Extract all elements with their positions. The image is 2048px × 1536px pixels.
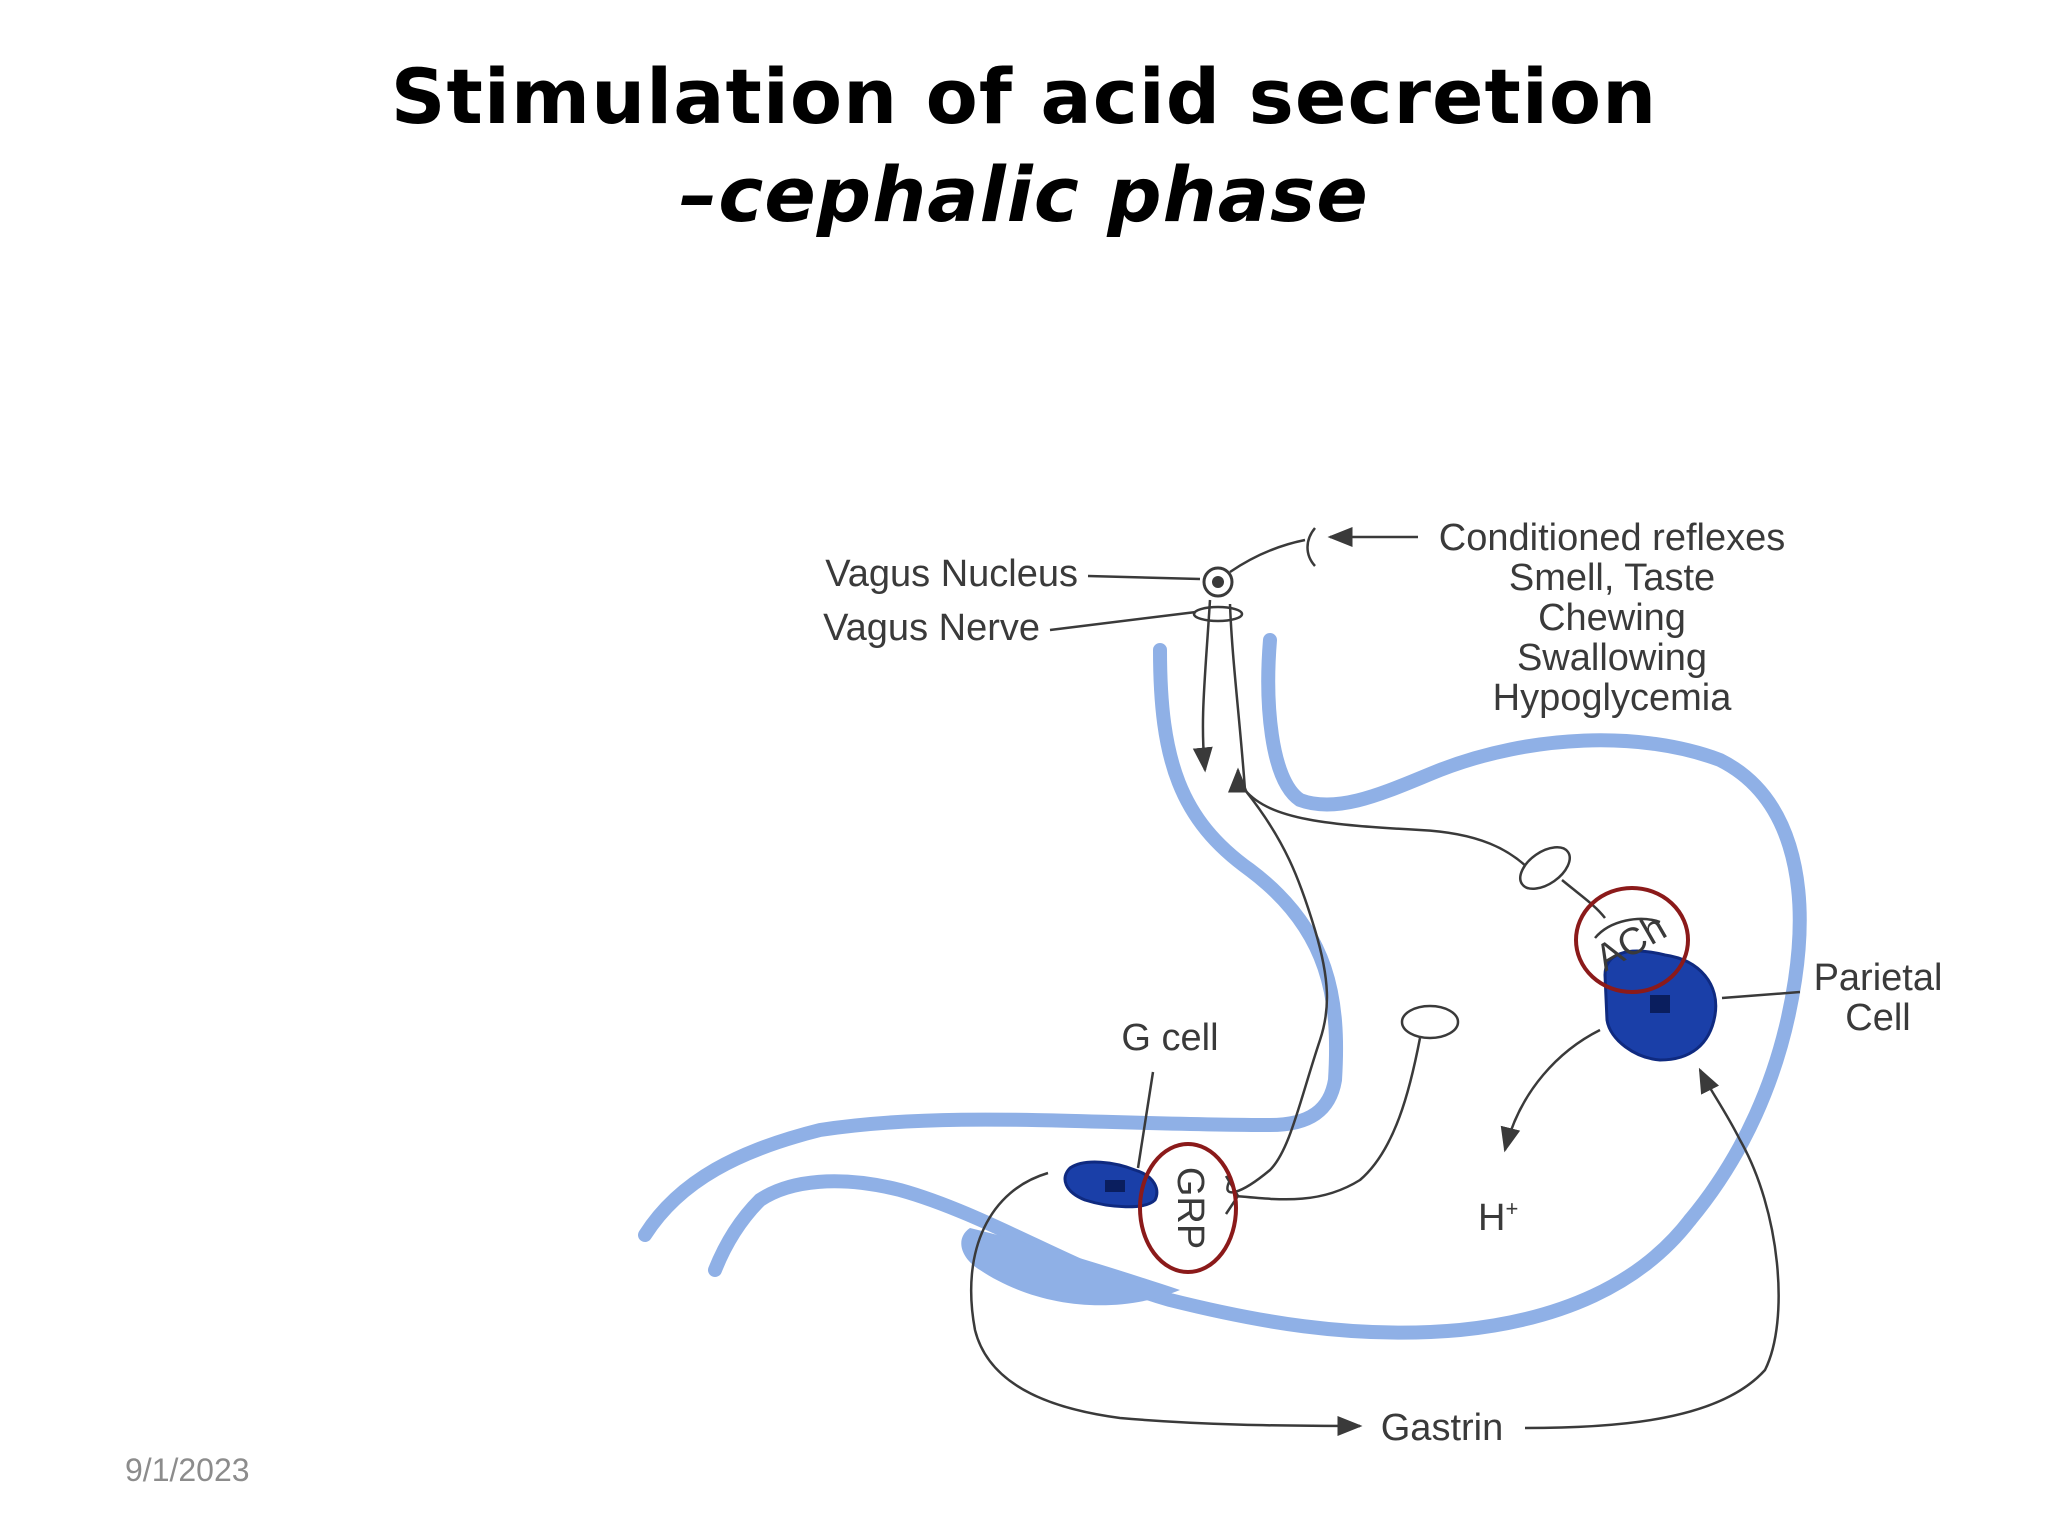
- stimulus-item: Swallowing: [1517, 637, 1707, 679]
- h-plus-label: H+: [1478, 1196, 1518, 1239]
- vagus-nucleus-leader: [1087, 574, 1201, 581]
- gastrin-label: Gastrin: [1381, 1407, 1503, 1449]
- fiber-to-gcell-upper: [1226, 789, 1329, 1194]
- ach-highlight-circle: [1574, 886, 1690, 994]
- title-line-1: Stimulation of acid secretion: [390, 52, 1658, 141]
- g-cell-label: G cell: [1121, 1017, 1218, 1059]
- h-plus-superscript: +: [1505, 1196, 1518, 1221]
- grp-label: GRP: [1169, 1167, 1211, 1249]
- stimulus-item: Chewing: [1538, 597, 1686, 639]
- vagus-nucleus-label: Vagus Nucleus: [825, 553, 1078, 595]
- grp-terminal-icon: [1224, 1175, 1240, 1215]
- h-plus-arrow: [1500, 1028, 1601, 1153]
- title-line-2: –cephalic phase: [679, 150, 1369, 239]
- vagus-nerve-ring: [1192, 605, 1244, 623]
- grp-highlight-circle: [1138, 1142, 1238, 1274]
- slide-title: Stimulation of acid secretion –cephalic …: [0, 48, 2048, 244]
- ganglion-parietal: [1519, 846, 1571, 890]
- g-cell-leader: [1136, 1071, 1155, 1169]
- input-synapse-icon: [1306, 527, 1316, 567]
- vagus-nucleus-icon: [1202, 566, 1234, 598]
- vagus-nerve-leader: [1049, 610, 1197, 632]
- h-plus-text: H: [1478, 1197, 1505, 1239]
- ach-terminal-icon: [1594, 917, 1661, 939]
- stimulus-item: Hypoglycemia: [1493, 677, 1733, 719]
- postganglionic-fiber-parietal: [1561, 879, 1606, 919]
- gastrin-to-parietal-arrow: [1524, 1067, 1780, 1430]
- g-cell-nucleus: [1105, 1180, 1125, 1192]
- parietal-cell-label-line2: Cell: [1845, 997, 1910, 1039]
- stimuli-list: Conditioned reflexes Smell, Taste Chewin…: [1439, 517, 1785, 719]
- esophagus-right-wall: [1261, 633, 1807, 1227]
- stomach-outline: [638, 633, 1807, 1340]
- vagal-efferent-down-arrow: [1192, 599, 1213, 773]
- ganglion-gcell: [1400, 1004, 1460, 1040]
- stimulus-item: Smell, Taste: [1509, 557, 1715, 599]
- input-fiber: [1229, 538, 1306, 574]
- gastrin-release-arrow: [970, 1171, 1363, 1436]
- parietal-cell-label-line1: Parietal: [1814, 957, 1943, 999]
- fiber-to-parietal: [1244, 789, 1531, 871]
- postganglionic-fiber-gcell: [1234, 1037, 1422, 1201]
- esophagus-left-wall: [638, 643, 1344, 1242]
- antrum-wall-thickening: [961, 1228, 1180, 1306]
- vagus-nerve-label: Vagus Nerve: [823, 607, 1040, 649]
- stimulus-item: Conditioned reflexes: [1439, 517, 1785, 559]
- parietal-cell-leader: [1721, 990, 1801, 1000]
- parietal-cell-nucleus: [1650, 995, 1670, 1013]
- vagal-efferent-fiber: [1228, 603, 1247, 791]
- slide-date: 9/1/2023: [125, 1452, 250, 1488]
